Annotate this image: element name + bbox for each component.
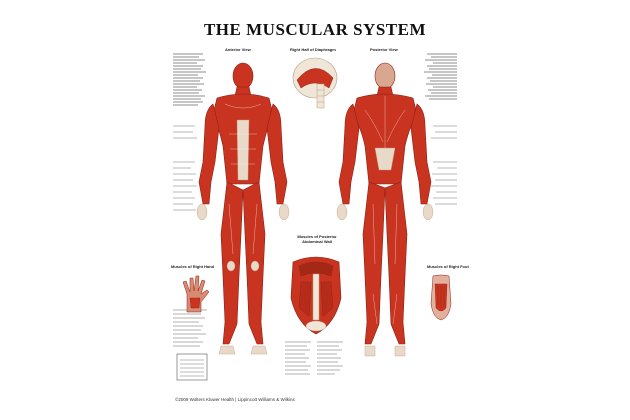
diaphragm-illustration bbox=[292, 57, 338, 109]
hand-illustration bbox=[182, 275, 210, 313]
label-abdominal-wall: Muscles of Posterior Abdominal Wall bbox=[297, 234, 337, 244]
label-anterior-view: Anterior View bbox=[225, 47, 251, 52]
label-column-right-top bbox=[424, 53, 457, 100]
posterior-figure bbox=[336, 62, 434, 357]
label-column-left-mid bbox=[173, 125, 197, 211]
poster-title: THE MUSCULAR SYSTEM bbox=[203, 20, 427, 39]
label-foot: Muscles of Right Foot bbox=[427, 264, 469, 269]
label-column-left-bottom bbox=[173, 309, 208, 381]
label-column-left-top bbox=[173, 53, 206, 106]
label-column-right-mid bbox=[431, 125, 457, 205]
anterior-figure bbox=[196, 62, 290, 355]
label-diaphragm: Right Half of Diaphragm bbox=[290, 47, 336, 52]
label-column-center-bottom bbox=[285, 341, 343, 375]
abdominal-wall-illustration bbox=[290, 256, 342, 335]
foot-illustration bbox=[430, 274, 452, 321]
copyright-footer: ©2009 Wolters Kluwer Health | Lippincott… bbox=[175, 397, 295, 402]
label-hand: Muscles of Right Hand bbox=[171, 264, 215, 269]
anatomy-poster: THE MUSCULAR SYSTEM Anterior View Right … bbox=[165, 12, 469, 408]
label-posterior-view: Posterior View bbox=[370, 47, 398, 52]
